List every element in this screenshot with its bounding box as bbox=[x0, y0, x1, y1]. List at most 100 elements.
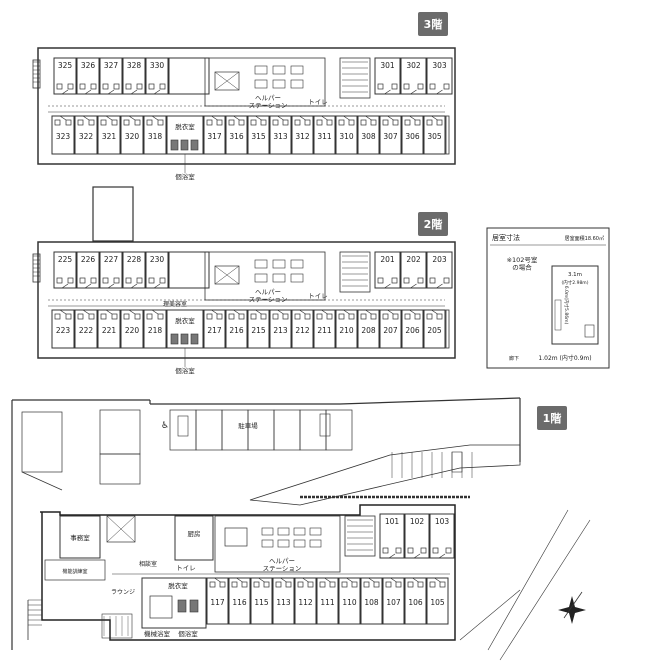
furniture bbox=[443, 277, 450, 284]
furniture bbox=[282, 313, 289, 320]
room-number: 117 bbox=[210, 598, 225, 607]
furniture bbox=[385, 581, 392, 588]
parking-space bbox=[221, 409, 249, 451]
door-swing bbox=[410, 89, 417, 95]
furniture bbox=[65, 313, 72, 320]
room-wall bbox=[228, 577, 251, 625]
furniture bbox=[88, 119, 95, 126]
room-wall bbox=[400, 251, 427, 289]
dining-area bbox=[214, 515, 341, 573]
service-room bbox=[168, 57, 210, 95]
stairwell bbox=[339, 251, 371, 293]
furniture bbox=[316, 119, 323, 126]
room-wall bbox=[120, 309, 144, 349]
door-swing bbox=[299, 115, 306, 121]
room-wall bbox=[76, 57, 100, 95]
compass-star bbox=[558, 596, 586, 624]
floor-label: 3階 bbox=[424, 17, 443, 31]
room-222: 222 bbox=[74, 309, 98, 349]
room-number: 313 bbox=[273, 132, 288, 141]
door-swing bbox=[82, 115, 90, 121]
room-wall bbox=[145, 57, 169, 95]
room-wall bbox=[357, 309, 380, 349]
door-swing bbox=[61, 283, 69, 289]
room-number: 306 bbox=[405, 132, 420, 141]
room-307: 307 bbox=[379, 115, 402, 155]
furniture bbox=[392, 313, 399, 320]
room-wall bbox=[51, 115, 75, 155]
furniture bbox=[307, 581, 314, 588]
furniture bbox=[54, 119, 61, 126]
floor-outline bbox=[37, 241, 456, 359]
room-wall bbox=[250, 577, 273, 625]
room-number: 215 bbox=[251, 326, 266, 335]
door-swing bbox=[105, 115, 113, 121]
furniture bbox=[67, 83, 74, 90]
dressing-label: 脱衣室 bbox=[175, 316, 195, 325]
furniture bbox=[88, 313, 95, 320]
room-number: 312 bbox=[295, 132, 310, 141]
room-wall bbox=[360, 577, 383, 625]
room-wall bbox=[269, 115, 292, 155]
room-325: 325 bbox=[53, 57, 77, 95]
furniture bbox=[391, 277, 398, 284]
room-number: 222 bbox=[79, 326, 94, 335]
elevator bbox=[224, 527, 248, 547]
room-dims-inset: 居室寸法居室面積18.60㎡※102号室の場合3.1m(内寸2.98m)6.0m… bbox=[486, 227, 610, 369]
room-108: 108 bbox=[360, 577, 383, 625]
door-swing bbox=[130, 89, 138, 95]
furniture bbox=[348, 119, 355, 126]
door-swing bbox=[409, 115, 416, 121]
furniture bbox=[304, 313, 311, 320]
furniture bbox=[228, 313, 235, 320]
furniture bbox=[241, 581, 248, 588]
room-wall bbox=[404, 513, 430, 559]
room-117: 117 bbox=[206, 577, 229, 625]
parking-space bbox=[273, 409, 301, 451]
kitchen-room bbox=[174, 515, 214, 561]
door-swing bbox=[324, 577, 331, 583]
furniture bbox=[111, 119, 118, 126]
room-wall bbox=[338, 577, 361, 625]
furniture bbox=[363, 581, 370, 588]
compass-needle bbox=[563, 591, 583, 619]
furniture bbox=[436, 119, 443, 126]
furniture bbox=[56, 83, 63, 90]
room-number: 202 bbox=[406, 255, 421, 264]
road-line bbox=[487, 509, 569, 651]
bath-fixture bbox=[177, 599, 187, 613]
room-wall bbox=[76, 251, 100, 289]
door-swing bbox=[153, 283, 161, 289]
room-wall bbox=[225, 309, 248, 349]
door-swing bbox=[321, 115, 328, 121]
room-330: 330 bbox=[145, 57, 169, 95]
room-wall bbox=[313, 115, 336, 155]
dining-table bbox=[272, 273, 286, 283]
room-number: 317 bbox=[207, 132, 222, 141]
room-wall bbox=[203, 115, 226, 155]
room-217: 217 bbox=[203, 309, 226, 349]
furniture bbox=[326, 313, 333, 320]
furniture bbox=[79, 83, 86, 90]
furniture bbox=[429, 277, 436, 284]
door-swing bbox=[214, 577, 221, 583]
room-218: 218 bbox=[143, 309, 167, 349]
furniture bbox=[319, 581, 326, 588]
room-106: 106 bbox=[404, 577, 427, 625]
bath-fixture bbox=[189, 599, 199, 613]
room-216: 216 bbox=[225, 309, 248, 349]
room-318: 318 bbox=[143, 115, 167, 155]
room-316: 316 bbox=[225, 115, 248, 155]
furniture bbox=[351, 581, 358, 588]
dining-table bbox=[261, 527, 274, 536]
room-210: 210 bbox=[335, 309, 358, 349]
hatch bbox=[106, 515, 136, 543]
furniture bbox=[426, 119, 433, 126]
door-swing bbox=[390, 577, 397, 583]
dining-table bbox=[290, 79, 304, 89]
room-wall bbox=[335, 309, 358, 349]
room-321: 321 bbox=[97, 115, 121, 155]
dining-table bbox=[261, 539, 274, 548]
door-swing bbox=[365, 115, 372, 121]
door-swing bbox=[388, 553, 396, 559]
